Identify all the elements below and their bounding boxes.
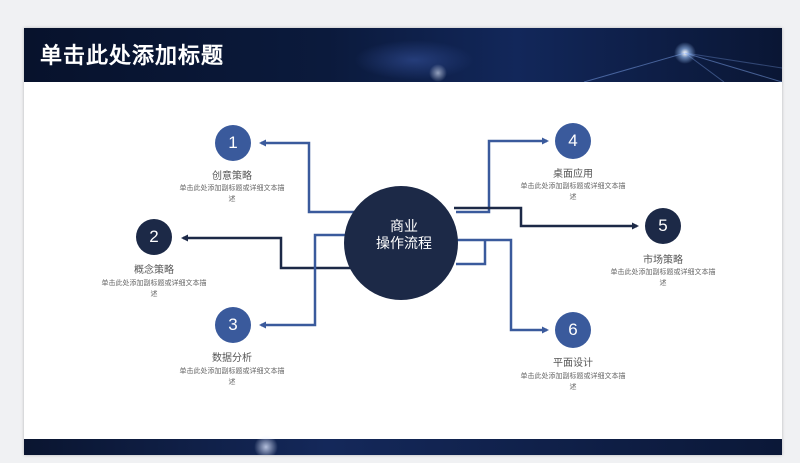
node-1-label[interactable]: 创意策略	[212, 171, 252, 182]
connector-6	[454, 238, 549, 334]
slide: 单击此处添加标题 商业 操作流程 1 创意策略 单击此处添加副标题或	[24, 28, 782, 455]
header-bokeh	[429, 64, 447, 82]
connector-hub-lower	[456, 240, 487, 266]
node-4-circle[interactable]: 4	[555, 123, 591, 159]
node-2-label[interactable]: 概念策略	[134, 265, 174, 276]
node-5-description[interactable]: 单击此处添加副标题或详细文本描述	[610, 268, 716, 287]
connector-4	[456, 137, 549, 214]
header-light-rays	[583, 52, 782, 82]
node-1-circle[interactable]: 1	[215, 125, 251, 161]
title-bar: 单击此处添加标题	[24, 28, 782, 82]
slide-title[interactable]: 单击此处添加标题	[40, 44, 225, 69]
node-6-label[interactable]: 平面设计	[553, 358, 593, 369]
node-3-description[interactable]: 单击此处添加副标题或详细文本描述	[179, 367, 285, 386]
hub-circle[interactable]	[344, 186, 458, 300]
node-2-description[interactable]: 单击此处添加副标题或详细文本描述	[101, 279, 207, 298]
connector-2	[181, 234, 354, 270]
node-6-circle[interactable]: 6	[555, 312, 591, 348]
header-light-flare	[674, 42, 696, 64]
node-3-circle[interactable]: 3	[215, 307, 251, 343]
flow-diagram	[181, 137, 639, 334]
connector-1	[259, 139, 354, 214]
footer-bar	[24, 435, 782, 455]
footer-glow	[254, 435, 278, 455]
node-4-label[interactable]: 桌面应用	[553, 169, 593, 180]
node-5-circle[interactable]: 5	[645, 208, 681, 244]
hub-label-line1: 商业	[390, 219, 418, 235]
node-1-description[interactable]: 单击此处添加副标题或详细文本描述	[179, 184, 285, 203]
connector-5	[454, 206, 639, 230]
node-4-description[interactable]: 单击此处添加副标题或详细文本描述	[520, 182, 626, 201]
hub-label[interactable]: 商业 操作流程	[354, 219, 454, 253]
header-glow	[354, 40, 474, 80]
node-3-label[interactable]: 数据分析	[212, 353, 252, 364]
node-2-circle[interactable]: 2	[136, 219, 172, 255]
node-6-description[interactable]: 单击此处添加副标题或详细文本描述	[520, 372, 626, 391]
hub-label-line2: 操作流程	[376, 236, 432, 252]
node-5-label[interactable]: 市场策略	[643, 255, 683, 266]
connector-3	[259, 233, 349, 329]
